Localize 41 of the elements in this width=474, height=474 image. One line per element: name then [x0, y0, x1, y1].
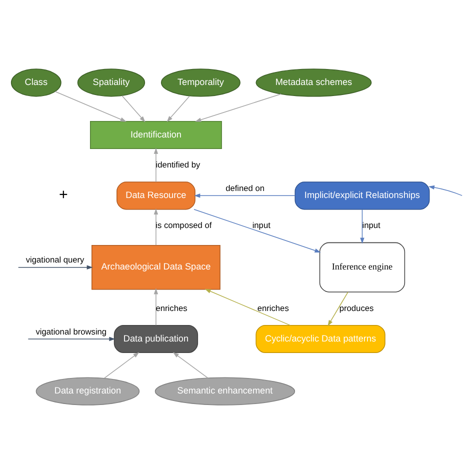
- node-box: Data Resource: [116, 182, 196, 210]
- label: +: [59, 186, 68, 204]
- arrow: [28, 336, 116, 342]
- arrow: [428, 185, 462, 196]
- edge-label: input: [362, 220, 380, 230]
- node-ellipse: Metadata schemes: [256, 68, 372, 97]
- edge-label: enriches: [156, 302, 188, 313]
- arrow: [154, 208, 158, 246]
- node-ellipse: Semantic enhancement: [154, 377, 296, 406]
- node-box: Implicit/explicit Relationships: [294, 182, 430, 210]
- arrow: [166, 96, 190, 122]
- node-box: Identification: [90, 120, 222, 150]
- edge-label: produces: [339, 302, 374, 313]
- node-box: Data publication: [114, 324, 198, 354]
- node-box: Archaeological Data Space: [92, 244, 220, 290]
- arrow: [54, 91, 126, 122]
- node-box: Inference engine: [319, 242, 406, 292]
- arrow: [104, 352, 140, 379]
- edge-label: identified by: [156, 159, 200, 170]
- edge-label: defined on: [226, 182, 265, 193]
- node-ellipse: Class: [10, 68, 62, 97]
- node-ellipse: Spatiality: [77, 68, 146, 97]
- arrow: [172, 352, 208, 378]
- arrow: [154, 288, 158, 326]
- arrow: [194, 194, 296, 198]
- edge-label: vigational browsing: [36, 326, 107, 336]
- edge-label: input: [252, 220, 270, 230]
- arrow: [204, 288, 291, 326]
- arrow: [195, 94, 282, 122]
- arrow: [154, 148, 158, 182]
- arrow: [328, 292, 348, 326]
- edge-label: is composed of: [156, 220, 212, 230]
- node-box: Cyclic/acyclic Data patterns: [256, 324, 386, 354]
- arrow: [122, 95, 146, 122]
- edge-label: vigational query: [26, 254, 84, 265]
- arrow: [360, 209, 364, 244]
- edge-label: enriches: [257, 302, 289, 313]
- node-ellipse: Data registration: [36, 377, 140, 406]
- node-ellipse: Temporality: [160, 68, 240, 97]
- arrow: [194, 209, 321, 253]
- arrow: [18, 265, 93, 270]
